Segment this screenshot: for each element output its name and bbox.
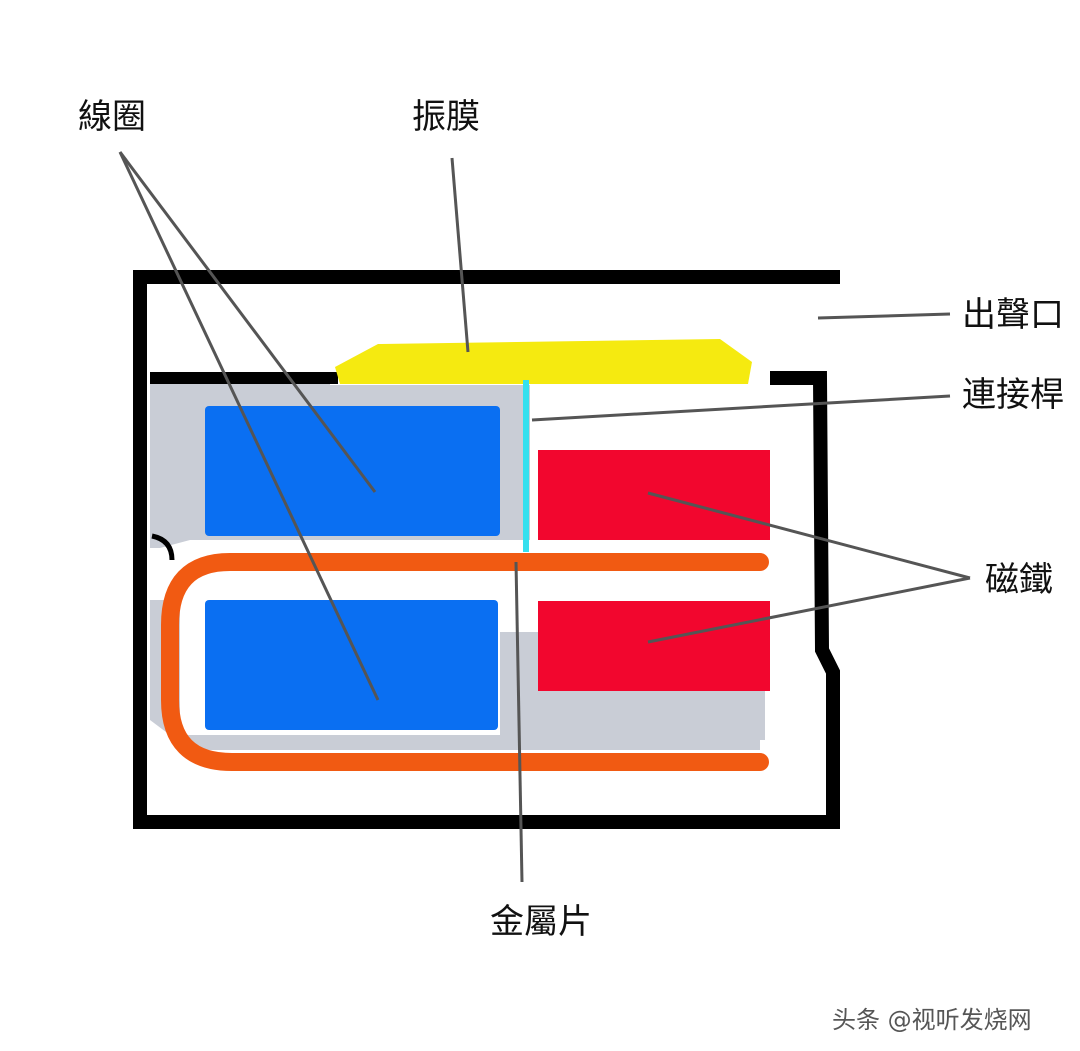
leader-coil-lower bbox=[118, 151, 380, 701]
label-diaphragm: 振膜 bbox=[412, 97, 480, 137]
leader-connecting-rod bbox=[531, 394, 951, 422]
metal-sheet bbox=[161, 553, 769, 771]
leader-magnet-lower bbox=[647, 576, 971, 644]
label-coil: 線圈 bbox=[78, 97, 146, 137]
leader-sound-outlet bbox=[817, 312, 951, 320]
diaphragm bbox=[335, 339, 752, 384]
label-magnet: 磁鐵 bbox=[985, 560, 1053, 600]
label-metal-sheet: 金屬片 bbox=[490, 902, 592, 942]
housing-notch bbox=[151, 533, 175, 561]
housing-outline bbox=[133, 270, 840, 829]
leader-metal-sheet bbox=[514, 561, 524, 883]
leader-diaphragm bbox=[450, 157, 470, 353]
label-connecting-rod: 連接桿 bbox=[962, 375, 1064, 415]
leader-lines bbox=[118, 151, 971, 883]
coil-upper bbox=[205, 406, 500, 536]
leader-coil-upper bbox=[118, 151, 377, 493]
magnet-lower bbox=[538, 601, 770, 691]
leader-magnet-upper bbox=[647, 491, 971, 580]
connecting-rod bbox=[523, 380, 529, 552]
watermark: 头条 @视听发烧网 bbox=[832, 1006, 1032, 1034]
coil-lower bbox=[205, 600, 498, 730]
label-sound-outlet: 出聲口 bbox=[962, 295, 1064, 335]
